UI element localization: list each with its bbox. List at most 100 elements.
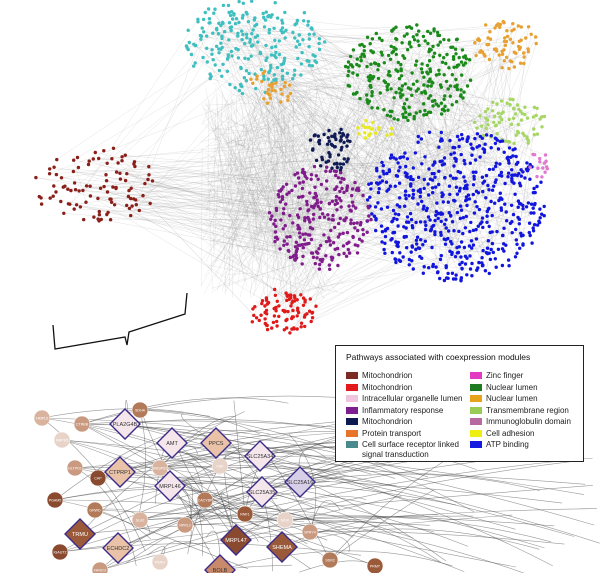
network-node [370,37,375,41]
network-node [405,215,410,219]
network-node [298,243,302,247]
subnetwork-edge [54,433,171,501]
gene-label: GRWD [89,509,101,513]
network-node [383,241,387,245]
network-node [516,160,520,165]
network-node [477,260,481,265]
network-edge [236,130,252,245]
network-node [337,196,342,200]
network-edge [251,171,260,261]
subnetwork-edge [61,439,220,475]
network-edge [69,204,289,252]
network-node [365,219,370,223]
network-node [459,255,463,259]
network-edge [516,108,538,245]
network-node [474,170,478,174]
network-edge [203,222,240,263]
network-edge [241,190,284,209]
network-node [391,219,395,223]
network-node [397,76,402,81]
network-edge [290,93,466,265]
network-node [298,181,302,185]
network-edge [204,114,284,189]
network-edge [379,188,463,234]
network-node [273,230,278,234]
gene-circle-node: PRMT [366,557,384,573]
network-edge [76,161,329,205]
network-node [438,257,443,262]
gene-diamond-node: TRMU [64,518,96,550]
network-node [487,167,492,172]
network-node [306,233,310,237]
network-node [127,206,132,211]
network-node [217,47,221,51]
network-edge [213,110,216,251]
network-edge [441,201,476,215]
network-edge [247,234,263,266]
network-edge [324,25,497,135]
network-node [236,31,240,35]
network-node [444,79,449,84]
network-edge [320,165,486,198]
network-edge [353,175,487,224]
network-node [281,227,285,231]
network-edge [120,171,337,180]
network-node [516,122,520,127]
network-node [474,227,478,232]
network-edge [222,23,405,207]
gene-label: ECHDC2 [107,546,130,552]
network-edge [341,31,393,148]
network-edge [457,201,519,213]
network-node [318,207,323,211]
network-node [462,245,467,250]
network-node [450,220,455,224]
network-edge [69,12,230,205]
network-node [350,193,354,198]
gene-circle-node: FANCG [91,561,109,573]
network-edge [217,93,283,153]
network-edge [217,106,294,253]
network-edge [271,82,304,183]
network-node [459,279,463,283]
network-edge [207,117,330,194]
network-node [439,253,443,258]
network-edge [101,219,322,262]
gene-circle-node: FBP [211,457,229,475]
network-node [416,39,420,43]
network-edge [248,200,324,299]
network-edge [228,32,438,41]
network-node [339,166,343,170]
network-node [536,166,540,170]
network-node [296,223,300,228]
network-node [397,169,401,173]
network-edge [329,240,487,253]
network-node [459,240,464,244]
network-node [401,105,406,110]
network-edge [487,124,509,161]
network-node [359,55,363,59]
gene-label: SHEMA [272,545,292,551]
network-node [516,24,520,28]
network-edge [136,204,392,222]
network-node [346,157,350,161]
network-node [414,247,418,252]
network-edge [351,29,515,196]
network-node [430,99,435,103]
network-edge [302,88,449,235]
network-node [351,235,355,240]
network-node [378,91,382,95]
legend-label: Cell adhesion [486,428,535,438]
network-edge [274,107,295,150]
network-node [529,211,533,215]
network-node [433,175,437,179]
network-edge [412,63,423,74]
network-edge [337,27,397,168]
network-edge [247,83,330,148]
network-edge [507,103,516,176]
network-node [317,247,321,251]
network-node [277,39,281,43]
network-node [471,183,476,187]
network-edge [262,158,311,198]
network-edge [234,136,306,146]
legend-label: Inflammatory response [362,405,444,415]
